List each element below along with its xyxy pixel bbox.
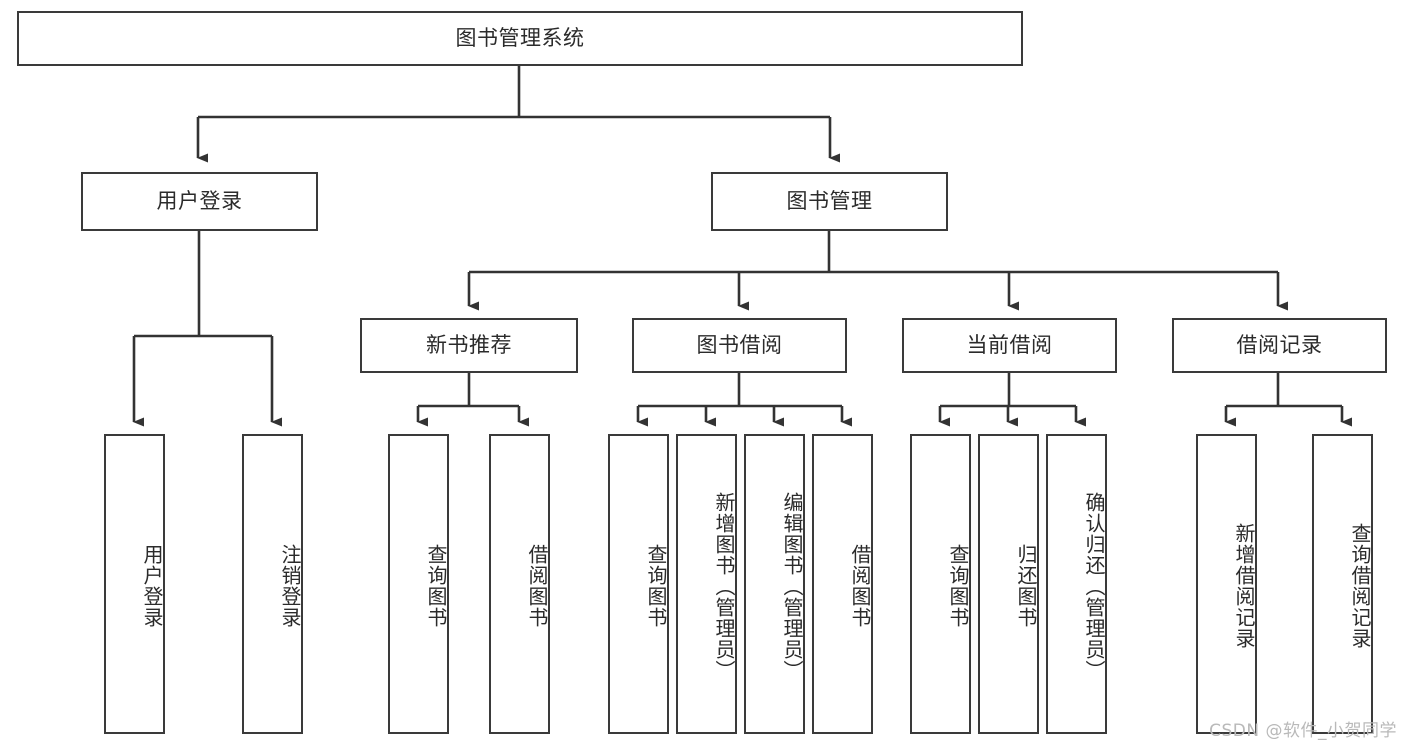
node-leaf-query-book-2[interactable]: 查询图书 <box>608 434 669 734</box>
node-leaf-query-book-1[interactable]: 查询图书 <box>388 434 449 734</box>
edge-current-borrow-to-leaves <box>938 373 1086 427</box>
node-leaf-query-record[interactable]: 查询借阅记录 <box>1312 434 1373 734</box>
node-label: 借阅记录 <box>1236 332 1323 357</box>
node-leaf-user-login[interactable]: 用户登录 <box>104 434 165 734</box>
node-leaf-add-record[interactable]: 新增借阅记录 <box>1196 434 1257 734</box>
node-label: 新增图书（管理员） <box>712 491 736 681</box>
node-label: 查询借阅记录 <box>1348 523 1372 649</box>
node-leaf-confirm-return[interactable]: 确认归还（管理员） <box>1046 434 1107 734</box>
node-label: 图书管理系统 <box>455 25 585 50</box>
node-book-borrow[interactable]: 图书借阅 <box>632 318 847 373</box>
node-label: 用户登录 <box>140 544 164 628</box>
node-label: 图书管理 <box>786 188 873 213</box>
node-user-login[interactable]: 用户登录 <box>81 172 318 231</box>
node-label: 借阅图书 <box>848 544 872 628</box>
node-root-book-management-system[interactable]: 图书管理系统 <box>17 11 1023 66</box>
node-label: 编辑图书（管理员） <box>780 491 804 681</box>
node-label: 新增借阅记录 <box>1232 523 1256 649</box>
node-label: 注销登录 <box>278 544 302 628</box>
edge-user-login-to-leaves <box>132 231 282 427</box>
edge-new-book-recommend-to-leaves <box>416 373 529 427</box>
node-label: 图书借阅 <box>696 332 783 357</box>
node-label: 确认归还（管理员） <box>1082 491 1106 681</box>
node-label: 新书推荐 <box>426 332 512 357</box>
node-leaf-add-book[interactable]: 新增图书（管理员） <box>676 434 737 734</box>
node-leaf-logout[interactable]: 注销登录 <box>242 434 303 734</box>
node-label: 归还图书 <box>1014 544 1038 628</box>
node-leaf-edit-book[interactable]: 编辑图书（管理员） <box>744 434 805 734</box>
node-borrow-record[interactable]: 借阅记录 <box>1172 318 1387 373</box>
node-new-book-recommend[interactable]: 新书推荐 <box>360 318 578 373</box>
node-book-management[interactable]: 图书管理 <box>711 172 948 231</box>
node-leaf-borrow-book-1[interactable]: 借阅图书 <box>489 434 550 734</box>
csdn-watermark: CSDN @软件_小贺同学 <box>1209 721 1397 741</box>
node-label: 用户登录 <box>156 188 243 213</box>
edge-root-to-level1 <box>196 66 840 163</box>
node-leaf-query-book-3[interactable]: 查询图书 <box>910 434 971 734</box>
edge-borrow-record-to-leaves <box>1224 373 1352 427</box>
node-current-borrow[interactable]: 当前借阅 <box>902 318 1117 373</box>
node-label: 当前借阅 <box>966 332 1053 357</box>
edge-book-management-to-level2 <box>467 231 1288 311</box>
node-label: 查询图书 <box>424 544 448 628</box>
edge-book-borrow-to-leaves <box>636 373 852 427</box>
node-label: 查询图书 <box>946 544 970 628</box>
node-leaf-borrow-book-2[interactable]: 借阅图书 <box>812 434 873 734</box>
node-label: 查询图书 <box>644 544 668 628</box>
node-leaf-return-book[interactable]: 归还图书 <box>978 434 1039 734</box>
node-label: 借阅图书 <box>525 544 549 628</box>
